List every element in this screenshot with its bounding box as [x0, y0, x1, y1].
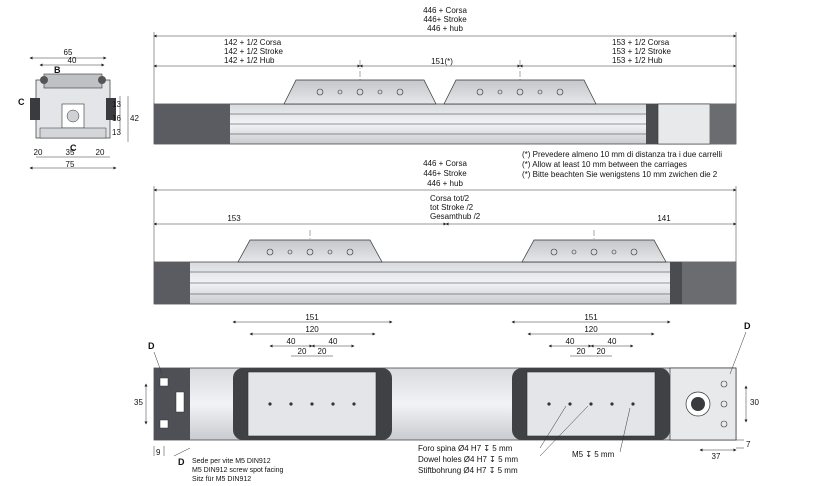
- dim-65: 65: [63, 48, 73, 57]
- note-en: (*) Allow at least 10 mm between the car…: [522, 160, 687, 169]
- dim-75: 75: [65, 160, 75, 169]
- top-view: [153, 32, 737, 145]
- bot-right-40a: 40: [565, 337, 575, 346]
- mid-half-2: tot Stroke /2: [430, 203, 474, 212]
- top-total-3: 446 + hub: [427, 24, 463, 33]
- dim-13-bottom: 13: [112, 128, 121, 137]
- bot-left-20b: 20: [317, 347, 327, 356]
- dim-35-bottom: 35: [134, 398, 143, 407]
- bot-right-151: 151: [584, 313, 598, 322]
- mid-right-141: 141: [657, 214, 671, 223]
- dim-13-top: 13: [112, 100, 121, 109]
- dowel-note-de: Stiftbohrung Ø4 H7 ↧ 5 mm: [418, 466, 518, 475]
- screw-note-de: Sitz für M5 DIN912: [192, 476, 252, 483]
- dim-16: 16: [112, 114, 121, 123]
- note-it: (*) Prevedere almeno 10 mm di distanza t…: [522, 150, 723, 159]
- bot-left-40a: 40: [286, 337, 296, 346]
- note-de: (*) Bitte beachten Sie wenigstens 10 mm …: [522, 170, 718, 179]
- dim-30: 30: [750, 398, 759, 407]
- mid-total-1: 446 + Corsa: [423, 159, 467, 168]
- mid-total-3: 446 + hub: [427, 179, 463, 188]
- label-d-right: D: [744, 321, 751, 331]
- dim-20-left: 20: [33, 148, 43, 157]
- bot-left-20a: 20: [297, 347, 307, 356]
- bot-right-20a: 20: [576, 347, 586, 356]
- top-total-2: 446+ Stroke: [423, 15, 467, 24]
- dim-35: 35: [65, 148, 75, 157]
- dim-9: 9: [156, 448, 161, 457]
- top-between: 151(*): [431, 57, 453, 66]
- top-right-2: 153 + 1/2 Stroke: [612, 47, 671, 56]
- top-right-1: 153 + 1/2 Corsa: [612, 38, 670, 47]
- label-c-left: C: [18, 97, 25, 107]
- bot-left-151: 151: [305, 313, 319, 322]
- bot-right-40b: 40: [607, 337, 617, 346]
- top-left-1: 142 + 1/2 Corsa: [224, 38, 282, 47]
- bot-left-40b: 40: [328, 337, 338, 346]
- end-view: [29, 56, 129, 170]
- mid-left-153: 153: [227, 214, 241, 223]
- dim-42: 42: [130, 114, 139, 123]
- mid-total-2: 446+ Stroke: [423, 169, 467, 178]
- bot-right-120: 120: [584, 325, 598, 334]
- top-left-2: 142 + 1/2 Stroke: [224, 47, 283, 56]
- screw-note-it: Sede per vite M5 DIN912: [192, 458, 271, 465]
- top-total-1: 446 + Corsa: [423, 6, 467, 15]
- m5-note: M5 ↧ 5 mm: [572, 450, 615, 459]
- bot-right-20b: 20: [596, 347, 606, 356]
- top-left-3: 142 + 1/2 Hub: [224, 56, 275, 65]
- label-d-bottom: D: [178, 457, 185, 467]
- label-b: B: [54, 65, 61, 75]
- dowel-note-it: Foro spina Ø4 H7 ↧ 5 mm: [418, 444, 513, 453]
- bottom-view: [144, 320, 748, 457]
- dim-40: 40: [67, 56, 77, 65]
- mid-half-3: Gesamthub /2: [430, 212, 481, 221]
- mid-half-1: Corsa tot/2: [430, 194, 470, 203]
- label-d-left: D: [148, 341, 155, 351]
- screw-note-en: M5 DIN912 screw spot facing: [192, 467, 284, 474]
- label-c-bottom: C: [70, 143, 77, 153]
- middle-view: [153, 186, 737, 305]
- bot-left-120: 120: [305, 325, 319, 334]
- dim-7: 7: [746, 440, 751, 449]
- dim-37: 37: [711, 452, 721, 461]
- dim-20-right: 20: [95, 148, 105, 157]
- top-right-3: 153 + 1/2 Hub: [612, 56, 663, 65]
- dowel-note-en: Dowel holes Ø4 H7 ↧ 5 mm: [418, 455, 519, 464]
